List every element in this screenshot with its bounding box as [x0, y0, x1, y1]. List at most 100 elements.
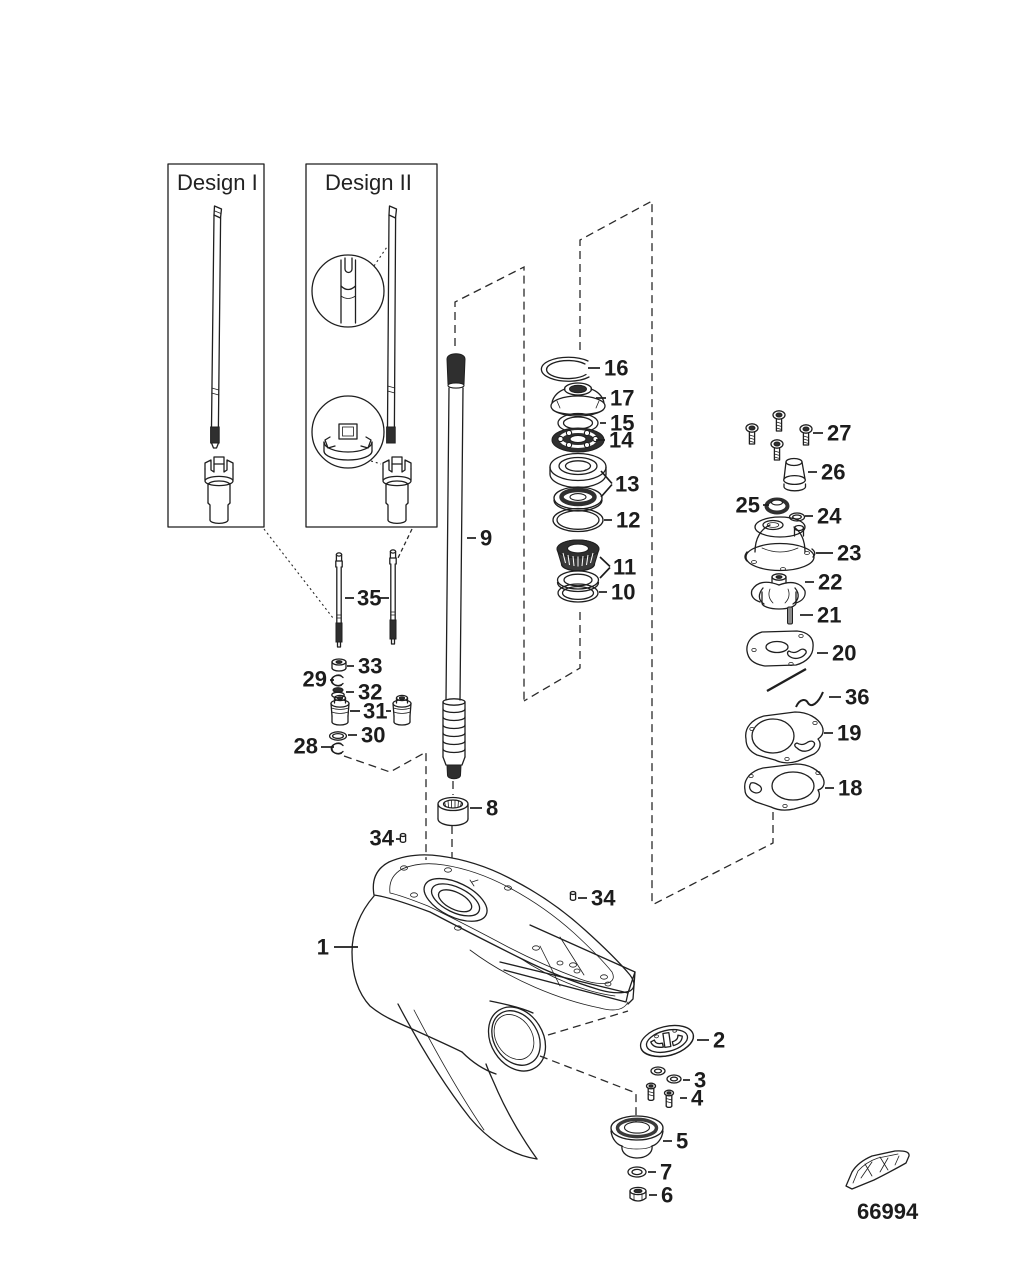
design2-panel: Design II — [305, 163, 438, 528]
part-20-wear-plate — [746, 630, 814, 667]
part-2-cover — [639, 1024, 695, 1058]
callout-labels: 1 2 3 4 5 6 7 8 9 10 11 12 13 14 15 16 1… — [294, 356, 870, 1208]
callout-31: 31 — [363, 699, 387, 724]
part-9-driveshaft — [442, 353, 466, 780]
callout-26: 26 — [821, 460, 845, 485]
callout-5: 5 — [676, 1129, 688, 1154]
design1-title: Design I — [177, 170, 258, 195]
callout-20: 20 — [832, 641, 856, 666]
callout-28: 28 — [294, 734, 318, 759]
callout-22: 22 — [818, 570, 842, 595]
callout-6: 6 — [661, 1183, 673, 1208]
part-11-tapered-bearing — [556, 539, 600, 593]
callout-23: 23 — [837, 541, 861, 566]
boat-icon — [845, 1150, 910, 1190]
callout-33: 33 — [358, 654, 382, 679]
bearing-carrier-group — [610, 1024, 695, 1202]
part-36-wire — [795, 691, 824, 708]
callout-16: 16 — [604, 356, 628, 381]
part-18-gasket — [744, 763, 825, 811]
part-5-anode — [610, 1115, 664, 1159]
callout-14: 14 — [609, 428, 634, 453]
part-30-oring — [328, 731, 348, 741]
part-6-nut — [629, 1186, 647, 1202]
callout-3: 3 — [694, 1068, 706, 1093]
design2-coupler-inset — [311, 395, 385, 469]
callout-27: 27 — [827, 421, 851, 446]
design2-shaft-end-inset — [311, 246, 388, 328]
part-34-pin-right — [569, 890, 577, 901]
part-12-oring — [552, 507, 604, 533]
callout-32: 32 — [358, 680, 382, 705]
shift-shaft-left — [335, 552, 343, 648]
callout-2: 2 — [713, 1028, 725, 1053]
part-31-bushing-right — [392, 694, 412, 726]
callout-29: 29 — [303, 667, 327, 692]
part-4-screw — [663, 1089, 675, 1109]
part-32-cap — [331, 687, 345, 699]
callout-13: 13 — [615, 472, 639, 497]
part-3-washer — [650, 1066, 666, 1076]
design1-coupler — [204, 456, 234, 525]
part-36-pin — [766, 667, 807, 693]
design2-driveshaft — [386, 205, 398, 444]
part-10-oring — [557, 583, 599, 603]
shift-shaft-group — [328, 549, 412, 755]
part-1-gearcase-housing — [351, 854, 636, 1160]
design1-panel: Design I — [167, 163, 265, 528]
callout-21: 21 — [817, 603, 841, 628]
part-19-gasket — [745, 711, 824, 764]
part-13-seals — [549, 452, 607, 512]
callout-11: 11 — [613, 555, 636, 580]
water-pump-group — [744, 410, 825, 811]
shift-shaft-right — [389, 549, 397, 645]
design1-driveshaft — [210, 205, 223, 449]
callout-36: 36 — [845, 685, 869, 710]
callout-25: 25 — [736, 493, 760, 518]
callout-19: 19 — [837, 721, 861, 746]
part-21-impeller-key — [787, 606, 793, 625]
driveshaft-bore — [423, 877, 488, 922]
part-27-screw — [770, 439, 784, 461]
assembly-leader-lines — [263, 199, 774, 1124]
callout-34a: 34 — [370, 826, 395, 851]
part-22-impeller — [750, 573, 806, 610]
callout-34b: 34 — [591, 886, 616, 911]
part-17-seal-carrier — [550, 382, 606, 417]
callout-24: 24 — [817, 504, 842, 529]
part-4-screw — [645, 1082, 657, 1102]
part-27-screw — [799, 424, 813, 446]
part-7-washer — [627, 1166, 647, 1178]
seal-bearing-stack — [540, 356, 607, 603]
part-26-seal-cup — [783, 457, 807, 492]
callout-15: 15 — [610, 411, 634, 436]
part-27-screw — [745, 423, 759, 445]
part-28-clip — [330, 742, 344, 755]
design2-coupler — [382, 456, 412, 525]
part-8-needle-bearing — [437, 796, 469, 827]
callout-leaders — [321, 367, 841, 1196]
callout-7: 7 — [660, 1160, 672, 1185]
part-23-pump-housing — [744, 516, 816, 572]
callout-10: 10 — [611, 580, 635, 605]
part-34-pin-left — [399, 832, 407, 843]
callout-9: 9 — [480, 526, 492, 551]
part-3-washer — [666, 1074, 682, 1084]
part-31-bushing-left — [330, 694, 350, 726]
callout-12: 12 — [616, 508, 640, 533]
design2-title: Design II — [325, 170, 412, 195]
callout-8: 8 — [486, 796, 498, 821]
drawing-number: 66994 — [857, 1199, 919, 1224]
part-33-nut — [331, 658, 347, 672]
part-25-grommet — [764, 497, 790, 515]
callout-18: 18 — [838, 776, 862, 801]
callout-1: 1 — [317, 935, 329, 960]
part-27-screw — [772, 410, 786, 432]
callout-35: 35 — [357, 586, 381, 611]
part-16-snap-ring — [540, 356, 590, 382]
callout-4: 4 — [691, 1086, 704, 1111]
drawing-number-block: 66994 — [845, 1150, 919, 1224]
callout-17: 17 — [610, 386, 634, 411]
